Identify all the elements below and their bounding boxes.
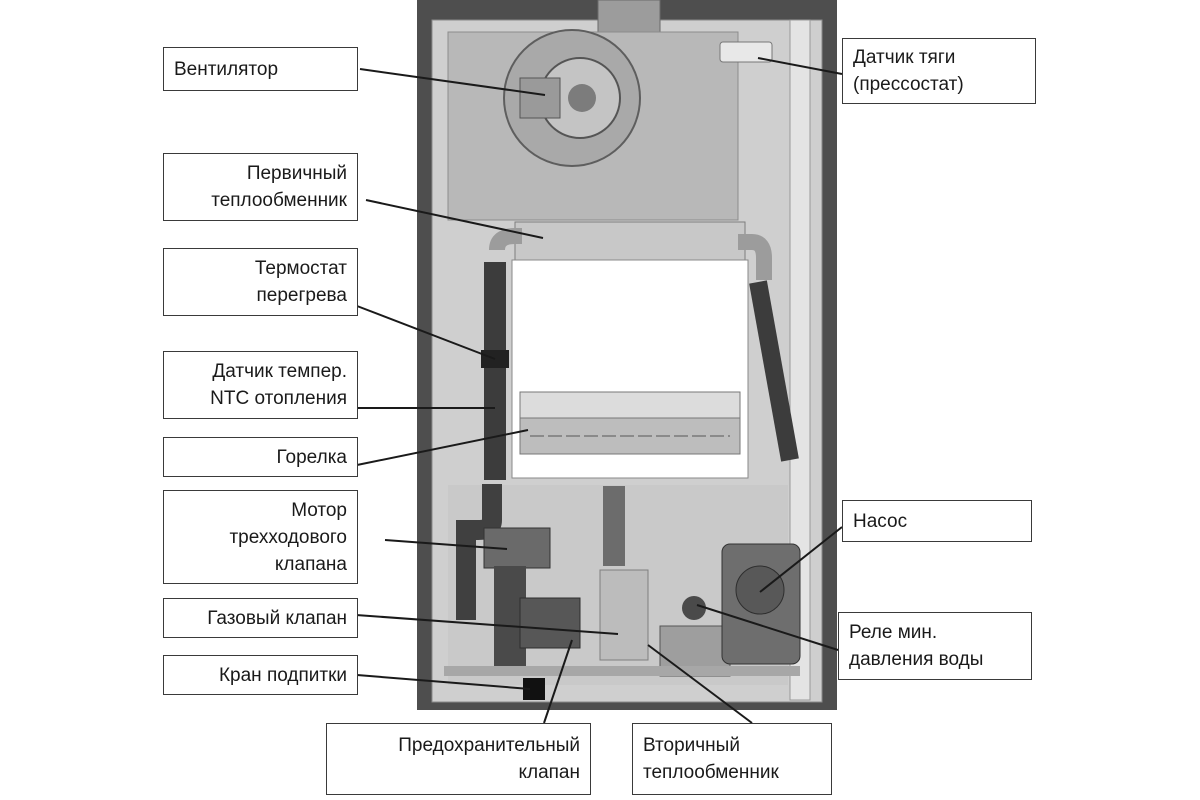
- label-fan: Вентилятор: [163, 47, 358, 91]
- label-pump: Насос: [842, 500, 1032, 542]
- leader-primary-exchanger: [365, 199, 544, 239]
- leader-gas-valve: [355, 614, 619, 635]
- pump-rotor-cover: [735, 565, 785, 615]
- leader-draft-sensor: [757, 57, 843, 75]
- label-three-way-motor-text: Мотор трехходового клапана: [229, 499, 347, 575]
- leader-fill-tap: [356, 674, 531, 690]
- gas-valve-body: [519, 597, 581, 649]
- leader-pump: [759, 526, 843, 593]
- label-min-pressure-relay-text: Реле мин. давления воды: [849, 622, 984, 670]
- primary-exchanger-body: [514, 221, 746, 261]
- label-draft-sensor: Датчик тяги (прессостат): [842, 38, 1036, 104]
- burner-assembly: [519, 391, 741, 455]
- min-pressure-relay-body: [682, 596, 706, 620]
- leader-safety-valve: [543, 639, 573, 724]
- label-overheat-thermostat: Термостат перегрева: [163, 248, 358, 316]
- burner-rail: [519, 391, 741, 419]
- label-burner-text: Горелка: [276, 446, 347, 468]
- boiler-casing-right-edge: [789, 19, 811, 701]
- gas-inlet-pipe: [603, 486, 625, 566]
- left-flow-pipe: [489, 228, 522, 251]
- label-fill-tap-text: Кран подпитки: [218, 664, 347, 686]
- label-burner: Горелка: [163, 437, 358, 477]
- fan-assembly: [503, 29, 641, 167]
- label-gas-valve-text: Газовый клапан: [207, 607, 347, 629]
- fill-tap-handle: [523, 678, 545, 700]
- label-gas-valve: Газовый клапан: [163, 598, 358, 638]
- leader-fan: [359, 68, 546, 96]
- fan-hub: [568, 84, 596, 112]
- leader-secondary-exchanger: [647, 644, 753, 724]
- label-safety-valve: Предохранительный клапан: [326, 723, 591, 795]
- label-fan-text: Вентилятор: [174, 58, 279, 80]
- label-secondary-exchanger-text: Вторичный теплообменник: [643, 735, 779, 783]
- fan-motor: [519, 77, 561, 119]
- label-pump-text: Насос: [853, 510, 908, 532]
- label-ntc-sensor: Датчик темпер. NTC отопления: [163, 351, 358, 419]
- pressostat-body: [719, 41, 773, 63]
- flue-outlet: [597, 0, 661, 33]
- label-min-pressure-relay: Реле мин. давления воды: [838, 612, 1032, 680]
- gas-valve-block: [599, 569, 649, 661]
- left-riser-pipe: [484, 262, 506, 480]
- label-secondary-exchanger: Вторичный теплообменник: [632, 723, 832, 795]
- leader-three-way-motor: [384, 539, 508, 550]
- label-primary-exchanger: Первичный теплообменник: [163, 153, 358, 221]
- label-overheat-thermostat-text: Термостат перегрева: [254, 258, 347, 306]
- label-ntc-sensor-text: Датчик темпер. NTC отопления: [210, 361, 347, 409]
- leader-overheat-thermostat: [356, 305, 496, 360]
- right-return-pipe: [749, 280, 799, 462]
- leader-min-pressure-relay: [696, 604, 839, 651]
- right-return-pipe-bend: [738, 234, 772, 280]
- label-fill-tap: Кран подпитки: [163, 655, 358, 695]
- bottom-bracket: [444, 666, 800, 676]
- label-safety-valve-text: Предохранительный клапан: [398, 735, 580, 783]
- leader-burner: [356, 429, 529, 466]
- label-primary-exchanger-text: Первичный теплообменник: [211, 163, 347, 211]
- label-draft-sensor-text: Датчик тяги (прессостат): [853, 47, 964, 95]
- label-three-way-motor: Мотор трехходового клапана: [163, 490, 358, 584]
